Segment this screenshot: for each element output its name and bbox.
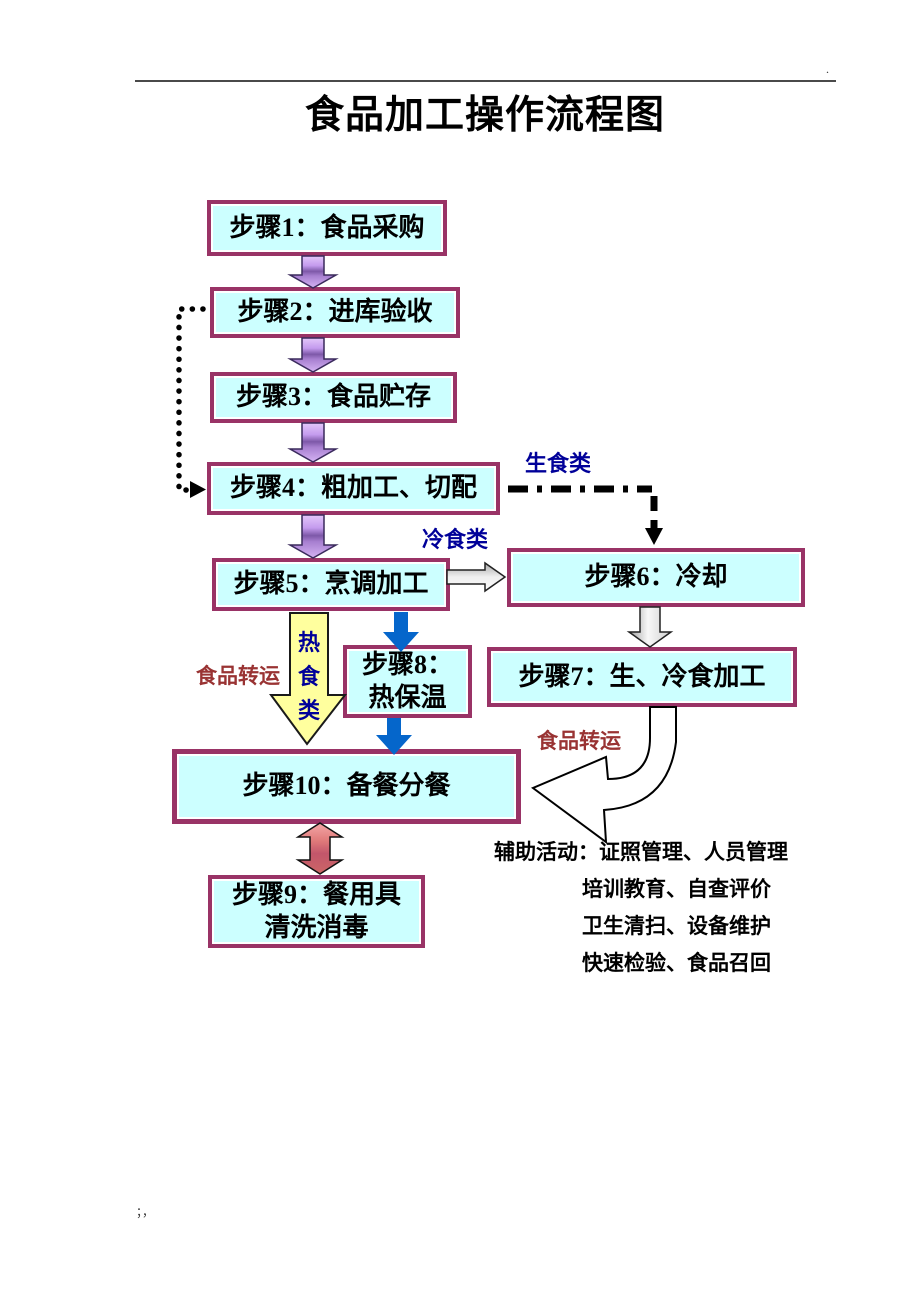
page-title: 食品加工操作流程图 (304, 94, 665, 137)
flow-step-10: 步骤10：备餐分餐 (172, 749, 521, 824)
auxiliary-activities-note: 辅助活动：证照管理、人员管理 培训教育、自查评价 卫生清扫、设备维护 快速检验、… (494, 834, 788, 982)
arrow-step5-to-step6 (446, 561, 507, 593)
flow-step-3-label: 步骤3：食品贮存 (235, 382, 431, 412)
aux-line-2: 培训教育、自查评价 (582, 877, 771, 901)
flow-step-5: 步骤5：烹调加工 (212, 558, 450, 611)
flow-step-1-label: 步骤1：食品采购 (229, 212, 425, 242)
aux-line-1: 辅助活动：证照管理、人员管理 (494, 840, 788, 864)
flow-step-3: 步骤3：食品贮存 (210, 372, 457, 423)
stray-mark-top-right: . (826, 62, 829, 76)
flow-step-1: 步骤1：食品采购 (207, 200, 447, 256)
flow-step-2-label: 步骤2：进库验收 (237, 297, 433, 327)
header-rule (135, 80, 836, 82)
label-hot-food: 热食类 (297, 630, 320, 723)
dotted-return-arrowhead (190, 481, 206, 498)
flow-step-9-label: 步骤9：餐用具 清洗消毒 (231, 880, 401, 942)
flow-step-6: 步骤6：冷却 (507, 548, 805, 607)
flow-step-7-label: 步骤7：生、冷食加工 (518, 661, 766, 691)
arrow-step10-step9-double (295, 822, 345, 875)
arrow-step6-to-step7 (626, 606, 674, 648)
aux-line-4: 快速检验、食品召回 (582, 951, 771, 975)
flow-step-8: 步骤8： 热保温 (343, 645, 472, 718)
flow-step-10-label: 步骤10：备餐分餐 (242, 771, 451, 801)
flow-step-2: 步骤2：进库验收 (210, 287, 460, 338)
dotted-return-line (176, 306, 206, 493)
flow-step-9: 步骤9：餐用具 清洗消毒 (208, 875, 425, 948)
flow-step-8-label: 步骤8： 热保温 (361, 650, 453, 712)
arrow-step1-to-step2 (287, 255, 339, 289)
label-cold-food: 冷食类 (422, 527, 489, 552)
stray-mark-bottom-left: ；， (136, 1205, 155, 1219)
dashdot-raw-food-arrowhead (645, 528, 663, 545)
flow-step-4: 步骤4：粗加工、切配 (207, 462, 500, 515)
flow-step-4-label: 步骤4：粗加工、切配 (229, 473, 477, 503)
label-food-transfer-left: 食品转运 (196, 664, 280, 688)
arrow-step2-to-step3 (287, 337, 339, 373)
flow-step-5-label: 步骤5：烹调加工 (233, 569, 429, 599)
flow-step-6-label: 步骤6：冷却 (584, 562, 728, 592)
label-food-transfer-right: 食品转运 (537, 729, 621, 753)
flow-step-7: 步骤7：生、冷食加工 (487, 647, 797, 707)
aux-line-3: 卫生清扫、设备维护 (582, 914, 771, 938)
arrow-step3-to-step4 (287, 422, 339, 463)
arrow-step4-to-step5 (287, 514, 339, 559)
label-raw-food: 生食类 (525, 451, 592, 476)
